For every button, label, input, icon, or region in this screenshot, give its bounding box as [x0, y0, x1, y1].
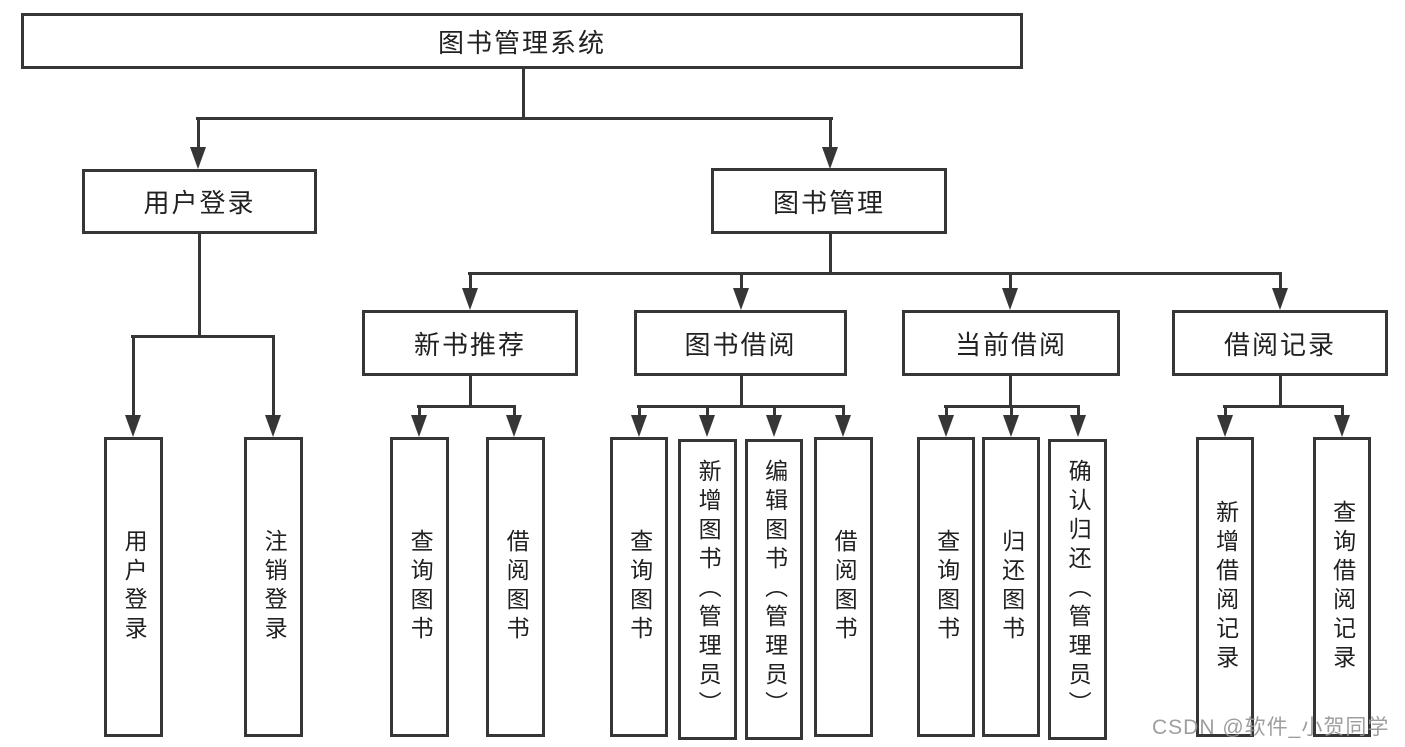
- connector-vline: [468, 373, 472, 408]
- leaf-nbr-query-books: 查询图书: [390, 437, 449, 737]
- leaf-bb-query-books: 查询图书: [610, 437, 668, 737]
- node-label: 新书推荐: [413, 329, 526, 360]
- arrow-down-icon: [265, 415, 281, 437]
- node-label: 借阅记录: [1223, 329, 1336, 360]
- arrow-down-icon: [125, 415, 141, 437]
- leaf-bb-edit-books-admin: 编辑图书（管理员）: [745, 439, 803, 740]
- node-book-management: 图书管理: [711, 168, 947, 234]
- leaf-label: 查询图书: [933, 529, 960, 645]
- connector-vline: [1223, 405, 1227, 418]
- leaf-br-add-record: 新增借阅记录: [1196, 437, 1254, 737]
- arrow-down-icon: [190, 147, 206, 169]
- connector-vline: [131, 335, 135, 418]
- node-label: 用户登录: [143, 188, 256, 218]
- connector-vline: [1340, 405, 1344, 418]
- arrow-down-icon: [631, 415, 647, 437]
- arrow-down-icon: [822, 147, 838, 169]
- connector-vline: [196, 117, 200, 150]
- arrow-down-icon: [1272, 288, 1288, 310]
- leaf-br-query-record: 查询借阅记录: [1313, 437, 1371, 737]
- arrow-down-icon: [733, 288, 749, 310]
- connector-vline: [739, 373, 743, 408]
- leaf-label: 借阅图书: [503, 529, 530, 645]
- connector-vline: [197, 232, 201, 338]
- leaf-cb-return-books: 归还图书: [982, 437, 1040, 737]
- leaf-label: 归还图书: [998, 529, 1025, 645]
- node-user-login: 用户登录: [82, 169, 317, 234]
- arrow-down-icon: [938, 415, 954, 437]
- arrow-down-icon: [1002, 288, 1018, 310]
- node-book-borrow: 图书借阅: [634, 310, 847, 376]
- connector-vline: [1278, 373, 1282, 408]
- leaf-label: 查询图书: [407, 529, 434, 645]
- leaf-cb-confirm-return-admin: 确认归还（管理员）: [1048, 439, 1107, 740]
- connector-hline: [1223, 405, 1344, 408]
- connector-vline: [739, 272, 743, 291]
- leaf-label: 新增借阅记录: [1212, 500, 1239, 674]
- connector-vline: [828, 232, 832, 275]
- node-label: 图书借阅: [684, 329, 797, 360]
- leaf-logout: 注销登录: [244, 437, 303, 737]
- node-label: 图书管理系统: [437, 27, 606, 58]
- arrow-down-icon: [1003, 415, 1019, 437]
- connector-vline: [1076, 405, 1080, 418]
- connector-hline: [417, 405, 516, 408]
- connector-vline: [512, 405, 516, 418]
- watermark: CSDN @软件_小贺同学: [1152, 716, 1390, 739]
- arrow-down-icon: [411, 415, 427, 437]
- connector-vline: [705, 405, 709, 418]
- leaf-label: 借阅图书: [831, 529, 858, 645]
- connector-vline: [468, 272, 472, 291]
- node-label: 当前借阅: [954, 329, 1067, 360]
- arrow-down-icon: [1070, 415, 1086, 437]
- leaf-cb-query-books: 查询图书: [917, 437, 975, 737]
- arrow-down-icon: [506, 415, 522, 437]
- leaf-nbr-borrow-books: 借阅图书: [486, 437, 545, 737]
- leaf-bb-borrow-books: 借阅图书: [814, 437, 873, 737]
- node-current-borrow: 当前借阅: [902, 310, 1120, 376]
- arrow-down-icon: [699, 415, 715, 437]
- connector-hline: [196, 117, 833, 120]
- node-borrow-records: 借阅记录: [1172, 310, 1388, 376]
- arrow-down-icon: [1334, 415, 1350, 437]
- connector-vline: [828, 117, 832, 150]
- connector-vline: [772, 405, 776, 418]
- arrow-down-icon: [766, 415, 782, 437]
- connector-vline: [1008, 272, 1012, 291]
- connector-vline: [1008, 373, 1012, 408]
- connector-vline: [521, 68, 525, 120]
- leaf-label: 查询借阅记录: [1329, 500, 1356, 674]
- connector-vline: [1009, 405, 1013, 418]
- connector-hline: [131, 335, 275, 338]
- leaf-user-login: 用户登录: [104, 437, 163, 737]
- connector-vline: [841, 405, 845, 418]
- node-new-book-recommend: 新书推荐: [362, 310, 578, 376]
- arrow-down-icon: [462, 288, 478, 310]
- connector-vline: [417, 405, 421, 418]
- node-library-system: 图书管理系统: [21, 13, 1023, 69]
- leaf-bb-add-books-admin: 新增图书（管理员）: [678, 439, 737, 740]
- arrow-down-icon: [1217, 415, 1233, 437]
- connector-vline: [271, 335, 275, 418]
- leaf-label: 查询图书: [626, 529, 653, 645]
- leaf-label: 用户登录: [121, 529, 148, 645]
- leaf-label: 编辑图书（管理员）: [761, 459, 788, 720]
- connector-vline: [637, 405, 641, 418]
- connector-vline: [1278, 272, 1282, 291]
- leaf-label: 新增图书（管理员）: [695, 459, 722, 720]
- connector-vline: [944, 405, 948, 418]
- node-label: 图书管理: [772, 187, 885, 218]
- leaf-label: 注销登录: [261, 529, 288, 645]
- connector-hline: [468, 272, 1282, 275]
- leaf-label: 确认归还（管理员）: [1065, 459, 1092, 720]
- arrow-down-icon: [835, 415, 851, 437]
